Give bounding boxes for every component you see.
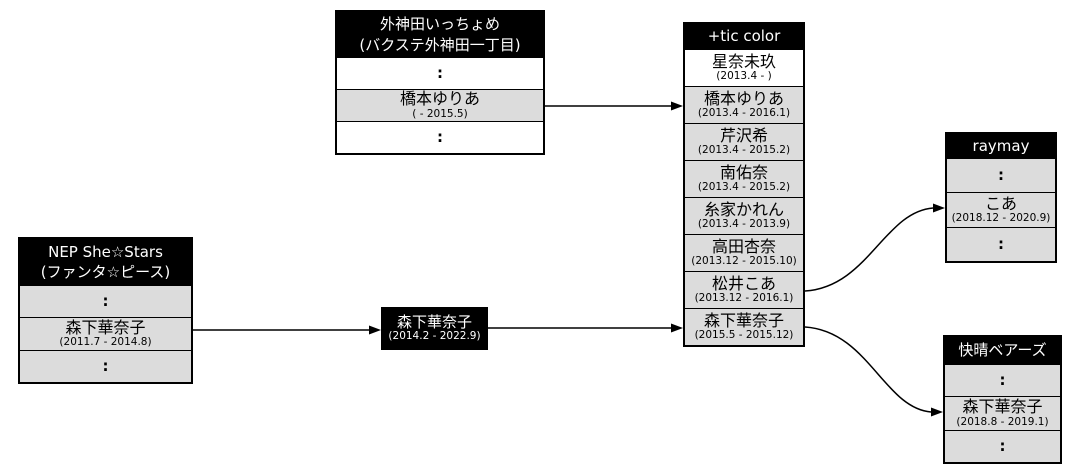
- ellipsis-row: :: [945, 364, 1060, 396]
- group-header: 外神田いっちょめ (バクステ外神田一丁目): [337, 12, 543, 57]
- member-row: 森下華奈子 (2015.5 - 2015.12): [685, 308, 803, 345]
- solo-box-morishita: 森下華奈子 (2014.2 - 2022.9): [381, 307, 488, 350]
- member-row: 南佑奈 (2013.4 - 2015.2): [685, 160, 803, 197]
- member-name: 糸家かれん: [703, 199, 784, 219]
- arrowhead: [369, 325, 381, 335]
- group-title-line: (バクステ外神田一丁目): [359, 35, 521, 54]
- ellipsis-row: :: [337, 57, 543, 89]
- ellipsis-row: :: [947, 227, 1055, 261]
- ellipsis: :: [102, 357, 109, 375]
- group-title-line: 快晴ベアーズ: [958, 341, 1047, 360]
- group-box-raymay: raymay : こあ (2018.12 - 2020.9) :: [945, 132, 1057, 263]
- member-name: 松井こあ: [711, 273, 776, 293]
- ellipsis-row: :: [947, 158, 1055, 192]
- ellipsis-row: :: [20, 285, 191, 317]
- ellipsis: :: [102, 292, 109, 310]
- member-period: (2013.12 - 2015.10): [691, 255, 797, 268]
- member-period: (2013.4 - 2015.2): [697, 144, 791, 157]
- member-row: 松井こあ (2013.12 - 2016.1): [685, 271, 803, 308]
- member-name: 橋本ゆりあ: [703, 88, 784, 108]
- group-title-line: 外神田いっちょめ: [379, 15, 500, 34]
- member-name: 森下華奈子: [65, 317, 146, 337]
- group-box-sotokanda: 外神田いっちょめ (バクステ外神田一丁目) : 橋本ゆりあ ( - 2015.5…: [335, 10, 545, 155]
- member-period: (2013.4 - 2013.9): [697, 218, 791, 231]
- group-title-line: +tic color: [707, 27, 781, 46]
- ellipsis-row: :: [337, 121, 543, 153]
- ellipsis: :: [437, 64, 443, 82]
- group-title-line: raymay: [972, 136, 1030, 155]
- member-name: 高田杏奈: [711, 236, 776, 256]
- member-period: (2013.4 - 2015.2): [697, 181, 791, 194]
- ellipsis: :: [998, 166, 1004, 184]
- ellipsis: :: [999, 437, 1006, 455]
- member-name: 南佑奈: [719, 162, 768, 182]
- member-row: 星奈未玖 (2013.4 - ): [685, 49, 803, 86]
- member-name: こあ: [984, 193, 1017, 213]
- member-period: (2013.4 - ): [716, 70, 772, 83]
- member-name: 芹沢希: [719, 125, 768, 145]
- ellipsis-row: :: [20, 350, 191, 382]
- member-row: 橋本ゆりあ (2013.4 - 2016.1): [685, 86, 803, 123]
- member-row: 橋本ゆりあ ( - 2015.5): [337, 89, 543, 121]
- arrowhead: [931, 407, 943, 417]
- group-header: +tic color: [685, 24, 803, 49]
- ellipsis: :: [437, 128, 443, 146]
- ellipsis: :: [998, 235, 1004, 253]
- member-name: 森下華奈子: [962, 397, 1043, 417]
- group-box-tic-color: +tic color 星奈未玖 (2013.4 - ) 橋本ゆりあ (2013.…: [683, 22, 805, 347]
- arrowhead: [671, 101, 683, 111]
- member-period: ( - 2015.5): [412, 107, 468, 120]
- member-row: 高田杏奈 (2013.12 - 2015.10): [685, 234, 803, 271]
- member-name: 森下華奈子: [703, 310, 784, 330]
- arrowhead: [933, 203, 945, 213]
- member-period: (2013.4 - 2016.1): [697, 107, 791, 120]
- ellipsis: :: [999, 371, 1006, 389]
- group-title-line: (ファンタ☆ピース): [40, 263, 171, 281]
- member-name: 星奈未玖: [711, 51, 776, 71]
- member-name: 橋本ゆりあ: [399, 89, 480, 109]
- arrowhead: [671, 323, 683, 333]
- group-header: 快晴ベアーズ: [945, 337, 1060, 364]
- group-header: NEP She☆Stars (ファンタ☆ピース): [20, 239, 191, 285]
- group-box-nep-she-stars: NEP She☆Stars (ファンタ☆ピース) : 森下華奈子 (2011.7…: [18, 237, 193, 384]
- member-row: こあ (2018.12 - 2020.9): [947, 192, 1055, 227]
- arrow-morishita-to-kaisei: [804, 326, 932, 413]
- arrow-matsui-to-raymay: [804, 207, 934, 292]
- member-name: 森下華奈子: [396, 312, 472, 331]
- member-period: (2018.12 - 2020.9): [951, 212, 1051, 225]
- group-header: raymay: [947, 134, 1055, 158]
- group-title-line: NEP She☆Stars: [48, 242, 163, 261]
- ellipsis-row: :: [945, 430, 1060, 462]
- member-period: (2011.7 - 2014.8): [59, 336, 152, 349]
- member-row: 糸家かれん (2013.4 - 2013.9): [685, 197, 803, 234]
- member-period: (2018.8 - 2019.1): [956, 415, 1049, 428]
- group-box-kaisei-bears: 快晴ベアーズ : 森下華奈子 (2018.8 - 2019.1) :: [943, 335, 1062, 464]
- member-row: 森下華奈子 (2011.7 - 2014.8): [20, 317, 191, 350]
- member-row: 森下華奈子 (2018.8 - 2019.1): [945, 396, 1060, 430]
- member-period: (2015.5 - 2015.12): [694, 329, 794, 342]
- member-period: (2013.12 - 2016.1): [694, 292, 794, 305]
- member-period: (2014.2 - 2022.9): [388, 330, 481, 343]
- member-row: 芹沢希 (2013.4 - 2015.2): [685, 123, 803, 160]
